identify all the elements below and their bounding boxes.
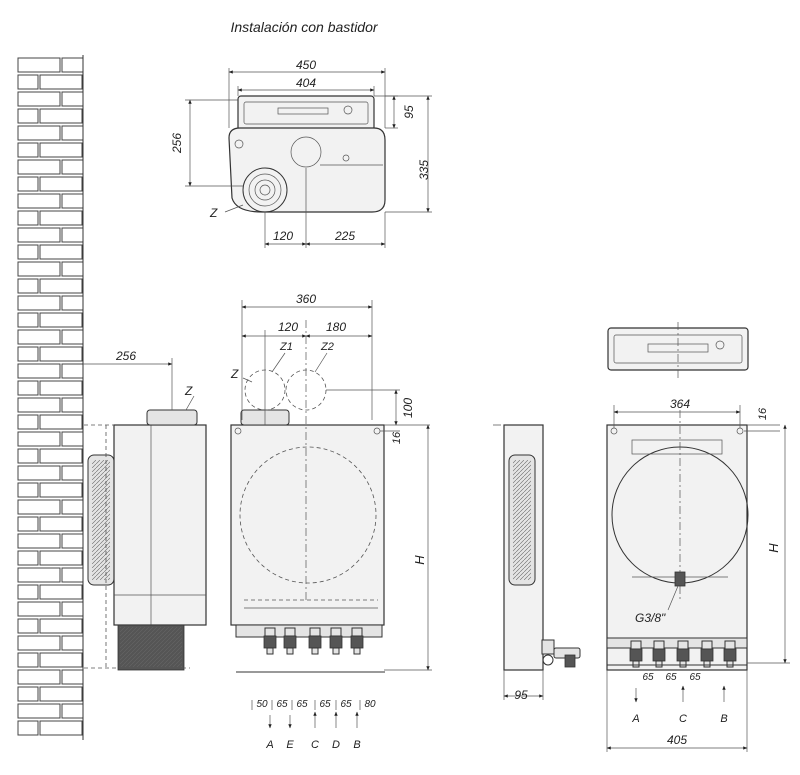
front-z-label: Z — [230, 367, 239, 381]
frame-spacing-label: 65 — [689, 672, 701, 683]
top-dim-335: 335 — [417, 160, 431, 180]
front-spacing-label: 65 — [319, 699, 331, 710]
top-dim-450: 450 — [296, 58, 316, 72]
front-spacing-label: 50 — [256, 699, 268, 710]
front-z2-label: Z2 — [320, 341, 334, 353]
front-dim-120: 120 — [278, 320, 298, 334]
frame-connection-label: C — [679, 713, 687, 725]
frame-dim-405: 405 — [667, 733, 687, 747]
front-connection-label: A — [265, 739, 273, 751]
side-dim-256: 256 — [115, 349, 136, 363]
side-z-label: Z — [184, 384, 193, 398]
front-dim-360: 360 — [296, 292, 316, 306]
frame-spacing-label: 65 — [665, 672, 677, 683]
front-spacing-label: 65 — [276, 699, 288, 710]
top-dim-95: 95 — [402, 105, 416, 119]
front-spacing-label: 65 — [296, 699, 308, 710]
frame-side-dim-95: 95 — [514, 688, 528, 702]
top-dim-225: 225 — [334, 229, 355, 243]
frame-front-view: G3/8" 364 16 H 65 65 65 A C B 405 — [606, 322, 790, 752]
front-dim-h: H — [412, 555, 427, 565]
frame-dim-16: 16 — [757, 407, 769, 420]
front-spacing-label: 65 — [340, 699, 352, 710]
drawing-title: Instalación con bastidor — [230, 19, 378, 35]
top-z-label: Z — [209, 206, 218, 220]
front-dim-16: 16 — [391, 431, 403, 444]
frame-thread-label: G3/8" — [635, 611, 666, 625]
front-z1-label: Z1 — [279, 341, 293, 353]
front-connection-label: D — [332, 739, 340, 751]
front-dim-100: 100 — [401, 398, 415, 418]
front-connection-label: C — [311, 739, 319, 751]
frame-dim-h: H — [766, 543, 781, 553]
front-dim-180: 180 — [326, 320, 346, 334]
top-view: Z 450 404 256 95 335 120 225 — [170, 58, 432, 248]
frame-side-view: 95 — [493, 424, 581, 702]
front-connection-label: E — [286, 739, 294, 751]
front-connection-label: B — [353, 739, 360, 751]
side-view: Z 256 — [83, 349, 207, 671]
top-dim-256: 256 — [170, 133, 184, 154]
frame-connection-label: B — [720, 713, 727, 725]
frame-connection-label: A — [631, 713, 639, 725]
frame-dim-364: 364 — [670, 397, 690, 411]
front-view: Z Z1 Z2 360 120 180 100 16 H 50 65 65 65 65 8… — [230, 292, 432, 751]
frame-spacing-label: 65 — [642, 672, 654, 683]
brick-wall — [17, 55, 84, 740]
top-dim-120: 120 — [273, 229, 293, 243]
front-spacing-label: 80 — [364, 699, 376, 710]
top-dim-404: 404 — [296, 76, 316, 90]
